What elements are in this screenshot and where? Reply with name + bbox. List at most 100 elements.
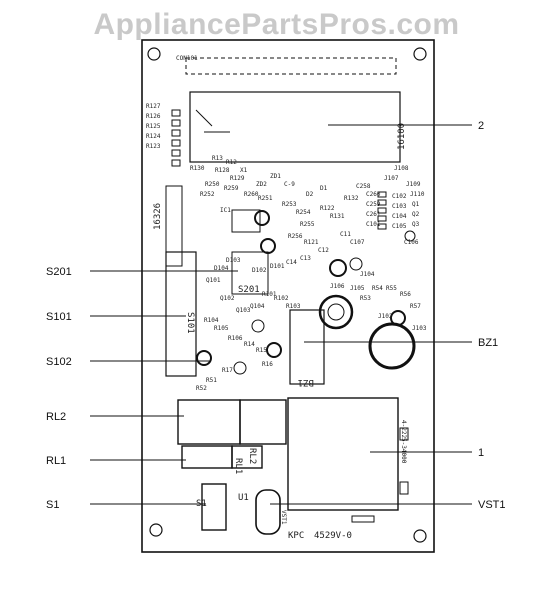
ref-r51: R51 <box>206 377 217 384</box>
ref-c260: C260 <box>366 191 381 198</box>
diode-d1 <box>399 481 409 495</box>
ref-d104: D104 <box>214 265 229 272</box>
callout-vst1: VST1 <box>478 499 506 511</box>
capacitor-c102 <box>260 238 276 254</box>
ref-c12: C12 <box>318 247 329 254</box>
ref-c106: C106 <box>404 239 419 246</box>
label-bz1: BZ1 <box>298 377 314 387</box>
left-ic-strip <box>165 185 183 267</box>
ref-r103: R103 <box>286 303 301 310</box>
ref-c11: C11 <box>340 231 351 238</box>
varistor-vst1 <box>255 489 281 535</box>
ref-j108: J108 <box>394 165 409 172</box>
connector-con101 <box>185 57 397 75</box>
ref-q104: Q104 <box>250 303 265 310</box>
relay-rl1-body <box>231 445 263 469</box>
label-s101: S101 <box>185 312 195 334</box>
ref-r121: R121 <box>304 239 319 246</box>
ref-d102: D102 <box>252 267 267 274</box>
callout-1: 1 <box>478 447 484 459</box>
board-outline <box>141 39 435 553</box>
label-upper-right-code: 16100 <box>397 123 407 150</box>
ref-j109: J109 <box>406 181 421 188</box>
ref-r105: R105 <box>214 325 229 332</box>
label-bottom-code: 4529V-0 <box>314 531 352 541</box>
resistor-stack-left <box>171 109 181 167</box>
callout-rl2: RL2 <box>46 411 66 423</box>
ref-zd1: ZD1 <box>270 173 281 180</box>
callout-s101: S101 <box>46 311 72 323</box>
mount-hole-tr <box>413 47 427 61</box>
callout-s201: S201 <box>46 266 72 278</box>
transistor-q103 <box>251 319 265 333</box>
label-ic1: IC1 <box>220 207 231 214</box>
ref-r53: R53 <box>360 295 371 302</box>
ref-r56: R56 <box>400 291 411 298</box>
ic-s201 <box>231 251 269 295</box>
ref-r54: R54 <box>372 285 383 292</box>
ref-c259: C259 <box>366 201 381 208</box>
ref-r16: R16 <box>262 361 273 368</box>
ref-q1: Q1 <box>412 201 420 208</box>
mount-hole-bl <box>149 523 163 537</box>
relay-rl2 <box>177 399 241 445</box>
transistor-q101 <box>329 259 347 277</box>
capacitor-c103b <box>233 361 247 375</box>
ref-r259: R259 <box>224 185 239 192</box>
ref-j107: J107 <box>384 175 399 182</box>
ref-c14: C14 <box>286 259 297 266</box>
mount-hole-tl <box>147 47 161 61</box>
capacitor-c11 <box>318 294 354 330</box>
ref-r106: R106 <box>228 335 243 342</box>
ref-r250: R250 <box>205 181 220 188</box>
ref-q101: Q101 <box>206 277 221 284</box>
ref-c105: C105 <box>392 223 407 230</box>
ic-ic1 <box>231 209 261 233</box>
ref-r15: R15 <box>256 347 267 354</box>
ref-r104: R104 <box>204 317 219 324</box>
ref-c258: C258 <box>356 183 371 190</box>
ref-r125: R125 <box>146 123 161 130</box>
display-lead <box>195 109 213 127</box>
capacitor-c101 <box>254 210 270 226</box>
ref-c103: C103 <box>392 203 407 210</box>
relay-rl1 <box>181 445 233 469</box>
watermark: AppliancePartsPros.com <box>93 8 460 41</box>
ref-r131: R131 <box>330 213 345 220</box>
ref-c102: C102 <box>392 193 407 200</box>
callout-bz1: BZ1 <box>478 337 498 349</box>
ref-j102: J102 <box>378 313 393 320</box>
ref-r255: R255 <box>300 221 315 228</box>
capacitor-c14 <box>351 515 375 523</box>
connector-s1 <box>201 483 227 531</box>
ref-r12: R12 <box>226 159 237 166</box>
ref-c107: C107 <box>350 239 365 246</box>
ref-r123: R123 <box>146 143 161 150</box>
label-con101: CON101 <box>176 55 198 62</box>
callout-s1: S1 <box>46 499 59 511</box>
ref-r122: R122 <box>320 205 335 212</box>
ref-r256: R256 <box>288 233 303 240</box>
ref-j110: J110 <box>410 191 425 198</box>
ref-r127: R127 <box>146 103 161 110</box>
mount-hole-br <box>413 529 427 543</box>
callout-rl1: RL1 <box>46 455 66 467</box>
ref-r124: R124 <box>146 133 161 140</box>
label-rl1: RL1 <box>233 458 243 474</box>
ref-c-9: C-9 <box>284 181 295 188</box>
transformer-1 <box>287 397 399 511</box>
ref-j105: J105 <box>350 285 365 292</box>
ref-q103: Q103 <box>236 307 251 314</box>
label-s201: S201 <box>238 285 260 295</box>
ref-c13: C13 <box>300 255 311 262</box>
capacitor-c13 <box>349 257 363 271</box>
label-vst1: VST1 <box>280 510 287 525</box>
diode-d2 <box>399 427 409 441</box>
ref-r260: R260 <box>244 191 259 198</box>
switch-s101 <box>165 251 197 377</box>
ref-r17: R17 <box>222 367 233 374</box>
label-right-vertical: 4-2225-34000 <box>400 420 407 464</box>
buzzer-bz1-housing <box>289 309 325 385</box>
ref-r253: R253 <box>282 201 297 208</box>
ref-c261: C261 <box>366 211 381 218</box>
